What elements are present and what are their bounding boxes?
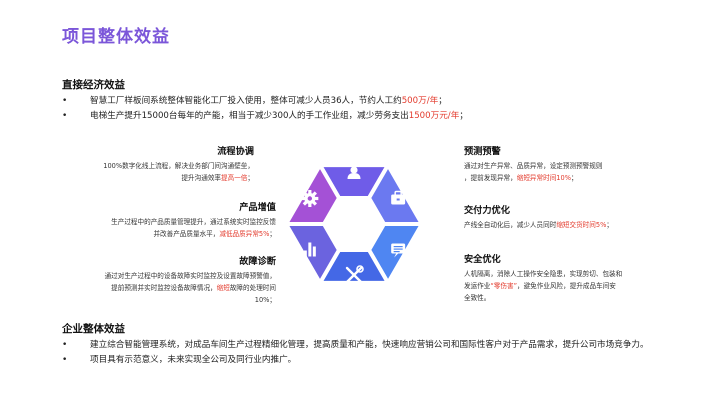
section-heading-direct: 直接经济效益 [62, 79, 125, 91]
line-text: 通过对生产异常、品质异常，设定预测预警规则 [464, 162, 603, 170]
benefit-block-line: 发运作业“零伤害”，避免作业风险，提升成品车间安 [464, 280, 654, 292]
line-highlight: 缩短 [216, 284, 230, 292]
line-highlight: 提高一倍 [221, 174, 248, 182]
line-text: 全致性。 [464, 294, 491, 302]
benefit-block-heading: 流程协调 [217, 146, 254, 157]
tools-icon [345, 265, 364, 284]
line-highlight: 缩短交货时间5% [556, 221, 607, 229]
benefit-block-line: 提前预测并实时监控设备故障情况，缩短故障的处理时间 [58, 282, 276, 294]
bar-chart-icon [303, 242, 316, 257]
benefit-block-heading: 交付力优化 [464, 205, 510, 216]
line-highlight: 减低品质异常5% [219, 230, 270, 238]
line-text: 发运作业 [464, 282, 491, 290]
benefit-block: 预测预警通过对生产异常、品质异常，设定预测预警规则 ，提前发现异常，缩短异常时间1… [464, 145, 654, 184]
line-text: ，避免作业风险，提升成品车间安 [517, 282, 616, 290]
benefit-block-line: 全致性。 [464, 292, 654, 304]
benefit-block: 交付力优化产线全自动化后，减少人员同时缩短交货时间5%； [464, 204, 654, 231]
enterprise-benefit-item: 建立综合智能管理系统，对成品车间生产过程精细化管理，提高质量和产能，快速响应营销… [62, 338, 672, 353]
benefit-block-heading: 产品增值 [239, 202, 276, 213]
benefit-block-line: 10%； [58, 294, 276, 306]
line-text: 生产过程中的产品质量管理提升，通过系统实时监控反馈 [111, 218, 276, 226]
page-title: 项目整体效益 [62, 27, 170, 47]
benefit-block-line: 产线全自动化后，减少人员同时缩短交货时间5%； [464, 219, 654, 231]
benefit-block-line: 通过对生产过程中的设备故障实时监控及设置故障预警值， [58, 270, 276, 282]
benefit-block-line: ，提前发现异常，缩短异常时间10%； [464, 172, 654, 184]
benefit-block: 流程协调 100%数字化线上流程，解决业务部门间沟通壁垒， 提升沟通效率提高一倍； [58, 145, 254, 184]
line-text: 100%数字化线上流程，解决业务部门间沟通壁垒， [103, 162, 254, 170]
direct-benefit-item: 电梯生产提升15000台每年的产能，相当于减少300人的手工作业组，减少劳务支出… [62, 109, 468, 124]
benefit-block-heading: 预测预警 [464, 146, 501, 157]
benefit-block-heading: 故障诊断 [239, 256, 276, 267]
line-text: ； [606, 221, 613, 229]
line-text: 人机隔离，消除人工操作安全隐患，实现剪切、包装和 [464, 270, 623, 278]
line-text: 提升沟通效率 [181, 174, 222, 182]
line-text: ； [269, 230, 276, 238]
hexagon-segment [284, 163, 341, 226]
benefit-block-line: 通过对生产异常、品质异常，设定预测预警规则 [464, 160, 654, 172]
briefcase-icon [391, 190, 406, 205]
benefit-highlight: 1500万元/年 [408, 111, 460, 121]
section-heading-enterprise: 企业整体效益 [62, 323, 125, 335]
benefit-block-line: 人机隔离，消除人工操作安全隐患，实现剪切、包装和 [464, 268, 654, 280]
benefit-block-line: 提升沟通效率提高一倍； [58, 172, 254, 184]
line-highlight: 缩短异常时间10% [516, 174, 571, 182]
chat-icon [391, 243, 406, 258]
benefit-block: 故障诊断通过对生产过程中的设备故障实时监控及设置故障预警值， 提前预测并实时监控设… [58, 255, 276, 306]
benefit-text: ； [438, 96, 447, 106]
line-text: 10%； [254, 296, 276, 304]
line-text: ； [570, 174, 578, 182]
direct-benefit-item: 智慧工厂样板间系统整体智能化工厂投入使用，整体可减少人员36人，节约人工约500… [62, 94, 468, 109]
line-text: 并改善产品质量水平， [153, 230, 220, 238]
benefit-text: 电梯生产提升15000台每年的产能，相当于减少300人的手工作业组，减少劳务支出 [90, 111, 409, 121]
direct-benefits-list: 智慧工厂样板间系统整体智能化工厂投入使用，整体可减少人员36人，节约人工约500… [62, 94, 468, 124]
line-text: 提前预测并实时监控设备故障情况， [111, 284, 217, 292]
line-text: 产线全自动化后，减少人员同时 [464, 221, 557, 229]
benefit-text: ； [459, 111, 468, 121]
line-highlight: “零伤害” [490, 282, 517, 290]
line-text: 通过对生产过程中的设备故障实时监控及设置故障预警值， [104, 272, 276, 280]
benefit-text: 智慧工厂样板间系统整体智能化工厂投入使用，整体可减少人员36人，节约人工约 [90, 96, 402, 106]
enterprise-benefit-item: 项目具有示范意义，未来实现全公司及同行业内推广。 [62, 353, 672, 368]
benefit-block: 产品增值生产过程中的产品质量管理提升，通过系统实时监控反馈并改善产品质量水平，减… [58, 201, 276, 240]
benefit-block-line: 并改善产品质量水平，减低品质异常5%； [58, 228, 276, 240]
benefit-block-line: 生产过程中的产品质量管理提升，通过系统实时监控反馈 [58, 216, 276, 228]
line-text: ，提前发现异常， [464, 174, 517, 182]
line-text: ； [247, 174, 254, 182]
enterprise-benefits-list: 建立综合智能管理系统，对成品车间生产过程精细化管理，提高质量和产能，快速响应营销… [62, 338, 672, 368]
benefit-block-heading: 安全优化 [464, 254, 501, 265]
benefit-block: 安全优化人机隔离，消除人工操作安全隐患，实现剪切、包装和发运作业“零伤害”，避免… [464, 253, 654, 304]
benefit-highlight: 500万/年 [401, 96, 439, 106]
benefit-block-line: 100%数字化线上流程，解决业务部门间沟通壁垒， [58, 160, 254, 172]
line-text: 故障的处理时间 [229, 284, 276, 292]
user-icon [347, 166, 361, 179]
gear-icon [301, 190, 319, 207]
